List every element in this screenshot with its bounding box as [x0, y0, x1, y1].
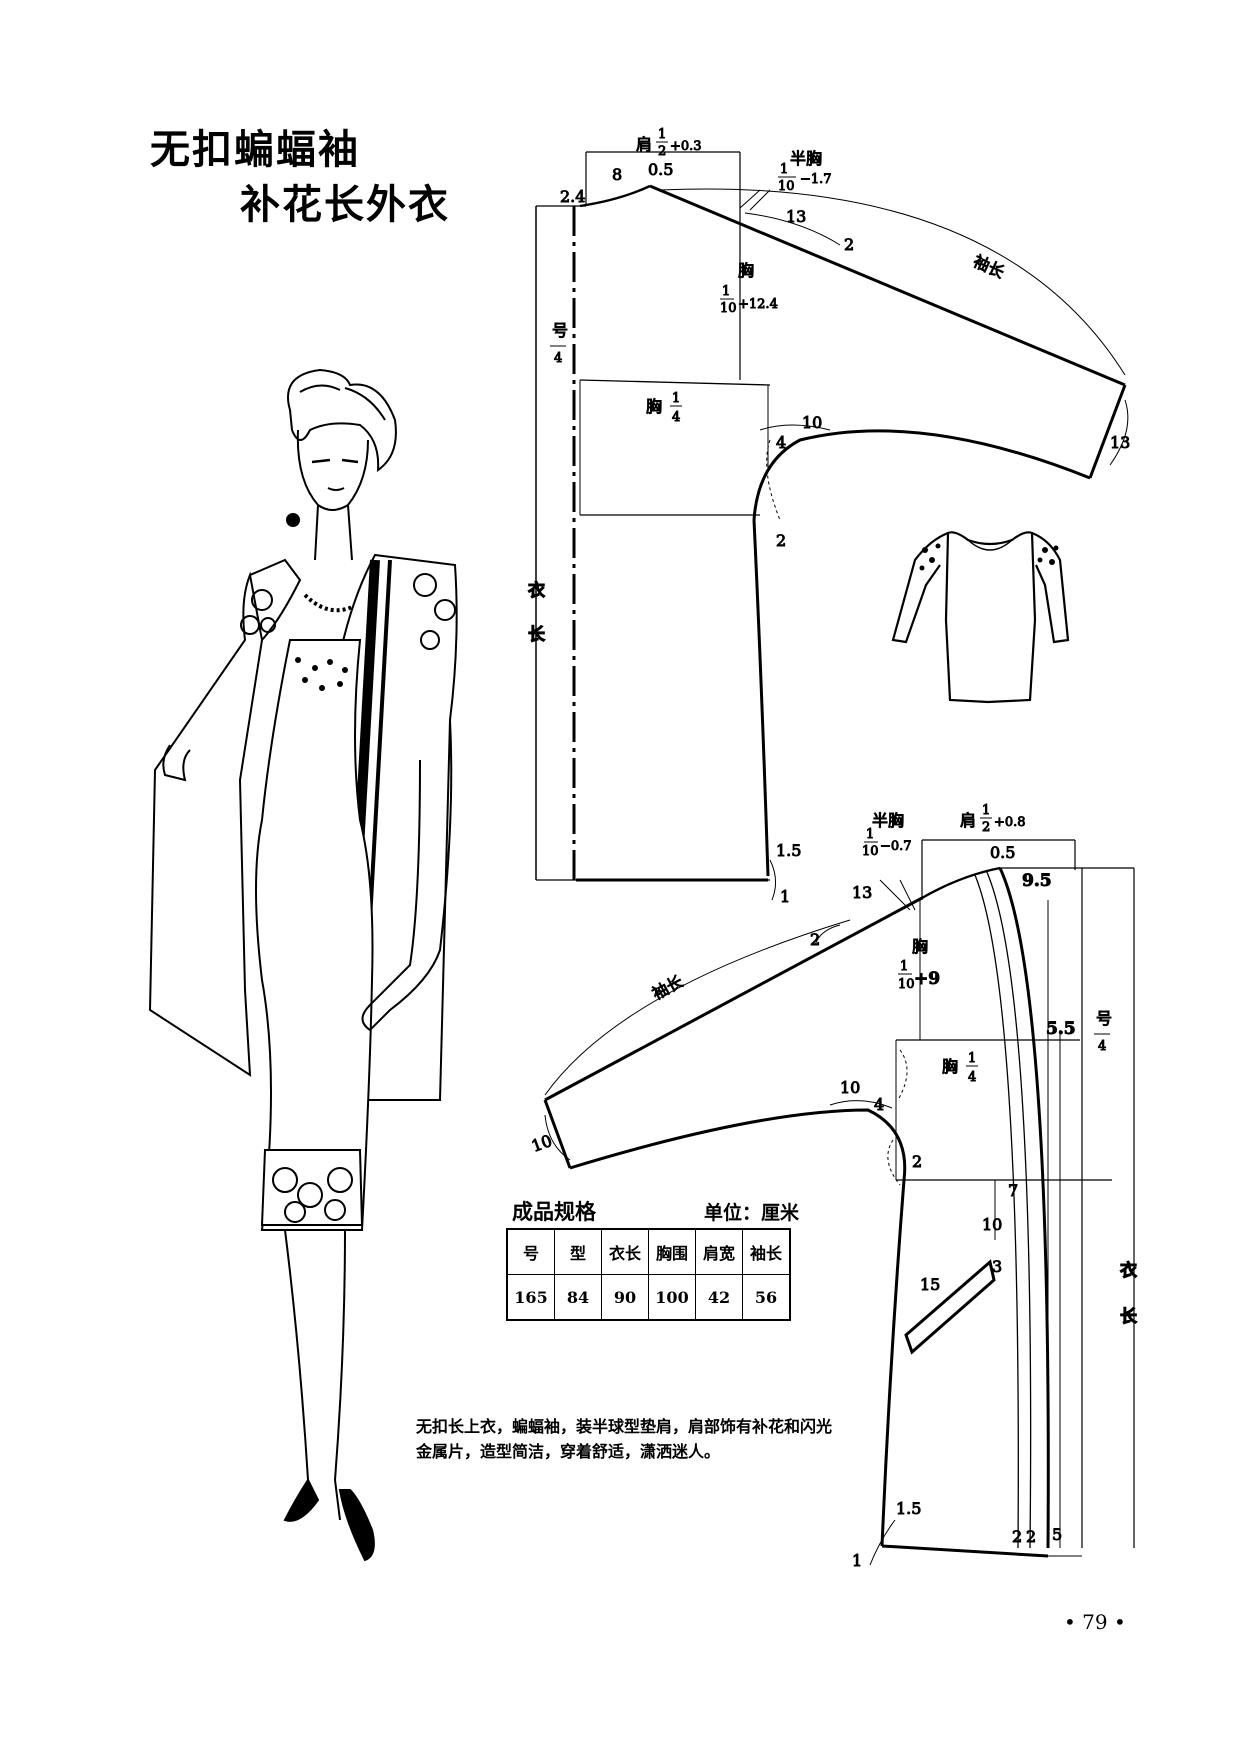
front-dim-2-side: 2	[912, 1152, 922, 1171]
spec-header-cell: 袖长	[742, 1228, 791, 1275]
spec-unit: 单位：厘米	[704, 1202, 800, 1224]
svg-text:1: 1	[900, 959, 908, 974]
front-shoulder-label: 肩	[960, 811, 976, 830]
spec-value-cell: 56	[742, 1274, 791, 1321]
front-garment-length-1: 衣	[1120, 1260, 1137, 1281]
garment-sketch	[891, 531, 1070, 704]
back-neck-depth: 2.4	[560, 187, 585, 206]
svg-text:4: 4	[554, 351, 562, 366]
page-title-line-1: 无扣蝙蝠袖	[150, 127, 360, 173]
back-dim-1-5: 1.5	[776, 841, 801, 860]
spec-header-cell: 肩宽	[695, 1228, 743, 1275]
garment-description: 无扣长上衣，蝙蝠袖，装半球型垫肩，肩部饰有补花和闪光金属片，造型简洁，穿着舒适，…	[416, 1417, 833, 1461]
front-pocket-length: 15	[920, 1275, 940, 1294]
spec-table: 号 型 衣长 胸围 肩宽 袖长 165 84 90 100 42 56	[506, 1228, 791, 1321]
page-number: • 79 •	[1064, 1610, 1126, 1634]
spec-header-cell: 胸围	[648, 1228, 696, 1275]
front-dim-1-5: 1.5	[896, 1499, 921, 1518]
front-dim-10-cuff: 10	[529, 1131, 555, 1156]
back-dim-4: 4	[776, 433, 786, 452]
back-garment-length-1: 衣	[528, 580, 545, 601]
front-chest-label: 胸	[912, 937, 928, 956]
front-bust-quarter: 胸	[942, 1057, 958, 1076]
front-pattern	[543, 839, 1135, 1566]
spec-heading: 成品规格	[512, 1200, 596, 1224]
front-dim-13: 13	[852, 883, 872, 902]
front-pocket-width: 3	[992, 1257, 1002, 1276]
front-dim-10-arm: 10	[840, 1078, 860, 1097]
svg-text:4: 4	[672, 410, 680, 425]
spec-value-cell: 165	[506, 1274, 555, 1321]
front-hem-c: 5	[1052, 1525, 1062, 1544]
svg-text:1: 1	[780, 162, 788, 177]
back-dim-13-cuff: 13	[1110, 433, 1130, 452]
svg-text:1: 1	[866, 827, 874, 842]
back-pattern	[535, 151, 1129, 901]
spec-value-cell: 90	[601, 1274, 649, 1321]
back-bust-quarter: 胸	[646, 397, 662, 416]
back-collar-width: 8	[612, 165, 622, 184]
spec-header-cell: 型	[554, 1228, 602, 1275]
front-hem-b: 2	[1026, 1527, 1036, 1546]
front-dim-2: 2	[810, 930, 820, 949]
front-garment-length-2: 长	[1120, 1306, 1138, 1327]
svg-text:1: 1	[672, 391, 680, 406]
back-dim-2-top: 2	[844, 235, 854, 254]
front-dim-7: 7	[1008, 1181, 1018, 1200]
svg-text:10: 10	[898, 977, 915, 992]
front-sleeve-length: 袖长	[649, 972, 686, 1004]
svg-text:1: 1	[722, 284, 730, 299]
spec-header-cell: 号	[506, 1228, 555, 1275]
svg-text:1: 1	[982, 803, 990, 818]
back-chest-label: 胸	[738, 261, 754, 280]
svg-text:10: 10	[862, 844, 879, 859]
page-title-line-2: 补花长外衣	[240, 182, 450, 228]
back-chest-extra: +12.4	[738, 297, 778, 312]
svg-text:10: 10	[778, 179, 795, 194]
back-half-chest-extra: −1.7	[800, 172, 832, 187]
svg-text:4: 4	[968, 1070, 976, 1085]
back-half-chest-label: 半胸	[790, 149, 822, 168]
fashion-figure-illustration	[148, 368, 458, 1562]
front-half-chest-extra: −0.7	[880, 839, 912, 854]
spec-header-row: 号 型 衣长 胸围 肩宽 袖长	[506, 1228, 791, 1275]
back-dim-13-top: 13	[786, 207, 806, 226]
front-dim-10-pocket: 10	[982, 1215, 1002, 1234]
spec-value-cell: 100	[648, 1274, 696, 1321]
back-garment-length-2: 长	[528, 624, 546, 645]
front-hem-a: 2	[1012, 1527, 1022, 1546]
spec-value-row: 165 84 90 100 42 56	[506, 1274, 791, 1321]
front-shoulder-extra: +0.8	[994, 815, 1026, 830]
back-size-label: 号	[552, 321, 568, 340]
front-collar-drop: 0.5	[990, 843, 1015, 862]
back-shoulder-extra: +0.3	[670, 139, 702, 154]
spec-value-cell: 42	[695, 1274, 743, 1321]
front-half-chest-label: 半胸	[872, 811, 904, 830]
svg-text:2: 2	[658, 144, 666, 159]
back-shoulder-label: 肩	[636, 135, 652, 154]
front-collar-width: 9.5	[1022, 871, 1052, 891]
svg-text:4: 4	[1098, 1039, 1106, 1054]
front-chest-extra: +9	[914, 969, 940, 989]
front-dim-5-5: 5.5	[1046, 1019, 1076, 1039]
svg-text:1: 1	[658, 127, 666, 142]
svg-text:2: 2	[982, 820, 990, 835]
back-dim-2-side: 2	[776, 531, 786, 550]
front-dim-1: 1	[852, 1551, 862, 1570]
front-size-label: 号	[1096, 1009, 1112, 1028]
back-dim-10: 10	[802, 413, 822, 432]
svg-text:10: 10	[720, 301, 737, 316]
spec-value-cell: 84	[554, 1274, 602, 1321]
back-dim-1: 1	[780, 887, 790, 906]
spec-header-cell: 衣长	[601, 1228, 649, 1275]
svg-text:1: 1	[968, 1051, 976, 1066]
back-collar-drop: 0.5	[648, 160, 673, 179]
front-dim-4: 4	[874, 1095, 884, 1114]
